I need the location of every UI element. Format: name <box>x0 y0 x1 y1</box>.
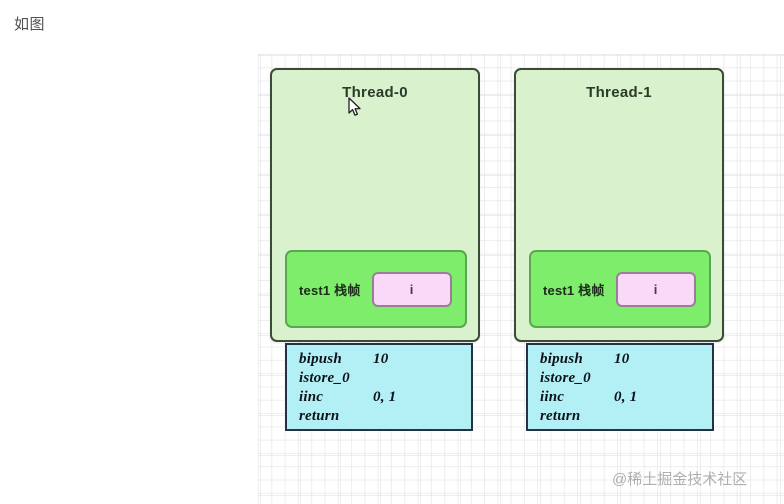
bytecode-instruction-row: iinc 0, 1 <box>540 389 712 408</box>
bytecode-operand: 10 <box>373 351 389 367</box>
thread-title-0: Thread-0 <box>342 84 408 101</box>
thread-box-0[interactable]: Thread-0 test1 栈帧 i <box>270 68 480 342</box>
bytecode-opcode: return <box>299 408 340 424</box>
bytecode-operand: 0, 1 <box>614 389 638 405</box>
bytecode-instruction-row: bipush 10 <box>299 351 471 370</box>
page-heading: 如图 <box>14 16 46 33</box>
bytecode-opcode: istore_0 <box>540 370 591 386</box>
bytecode-opcode: bipush <box>540 351 583 367</box>
bytecode-instruction-row: istore_0 <box>540 370 712 389</box>
bytecode-opcode: bipush <box>299 351 342 367</box>
bytecode-instruction-row: return <box>299 408 471 427</box>
bytecode-instruction-row: return <box>540 408 712 427</box>
stack-frame-label-1: test1 栈帧 <box>543 282 605 298</box>
local-variable-box-1[interactable]: i <box>615 271 696 307</box>
bytecode-opcode: iinc <box>299 389 324 405</box>
stack-frame-0[interactable]: test1 栈帧 i <box>285 250 467 328</box>
stack-frame-1[interactable]: test1 栈帧 i <box>529 250 711 328</box>
bytecode-instruction-row: iinc 0, 1 <box>299 389 471 408</box>
bytecode-instruction-row: bipush 10 <box>540 351 712 370</box>
bytecode-instruction-row: istore_0 <box>299 370 471 389</box>
bytecode-box-1: bipush 10 istore_0 iinc 0, 1 return <box>526 343 714 431</box>
bytecode-opcode: istore_0 <box>299 370 350 386</box>
bytecode-box-0: bipush 10 istore_0 iinc 0, 1 return <box>285 343 473 431</box>
bytecode-operand: 10 <box>614 351 630 367</box>
bytecode-opcode: iinc <box>540 389 565 405</box>
stack-frame-label-0: test1 栈帧 <box>299 282 361 298</box>
bytecode-opcode: return <box>540 408 581 424</box>
thread-title-1: Thread-1 <box>586 84 652 101</box>
thread-box-1[interactable]: Thread-1 test1 栈帧 i <box>514 68 724 342</box>
local-variable-box-0[interactable]: i <box>371 271 452 307</box>
bytecode-operand: 0, 1 <box>373 389 397 405</box>
